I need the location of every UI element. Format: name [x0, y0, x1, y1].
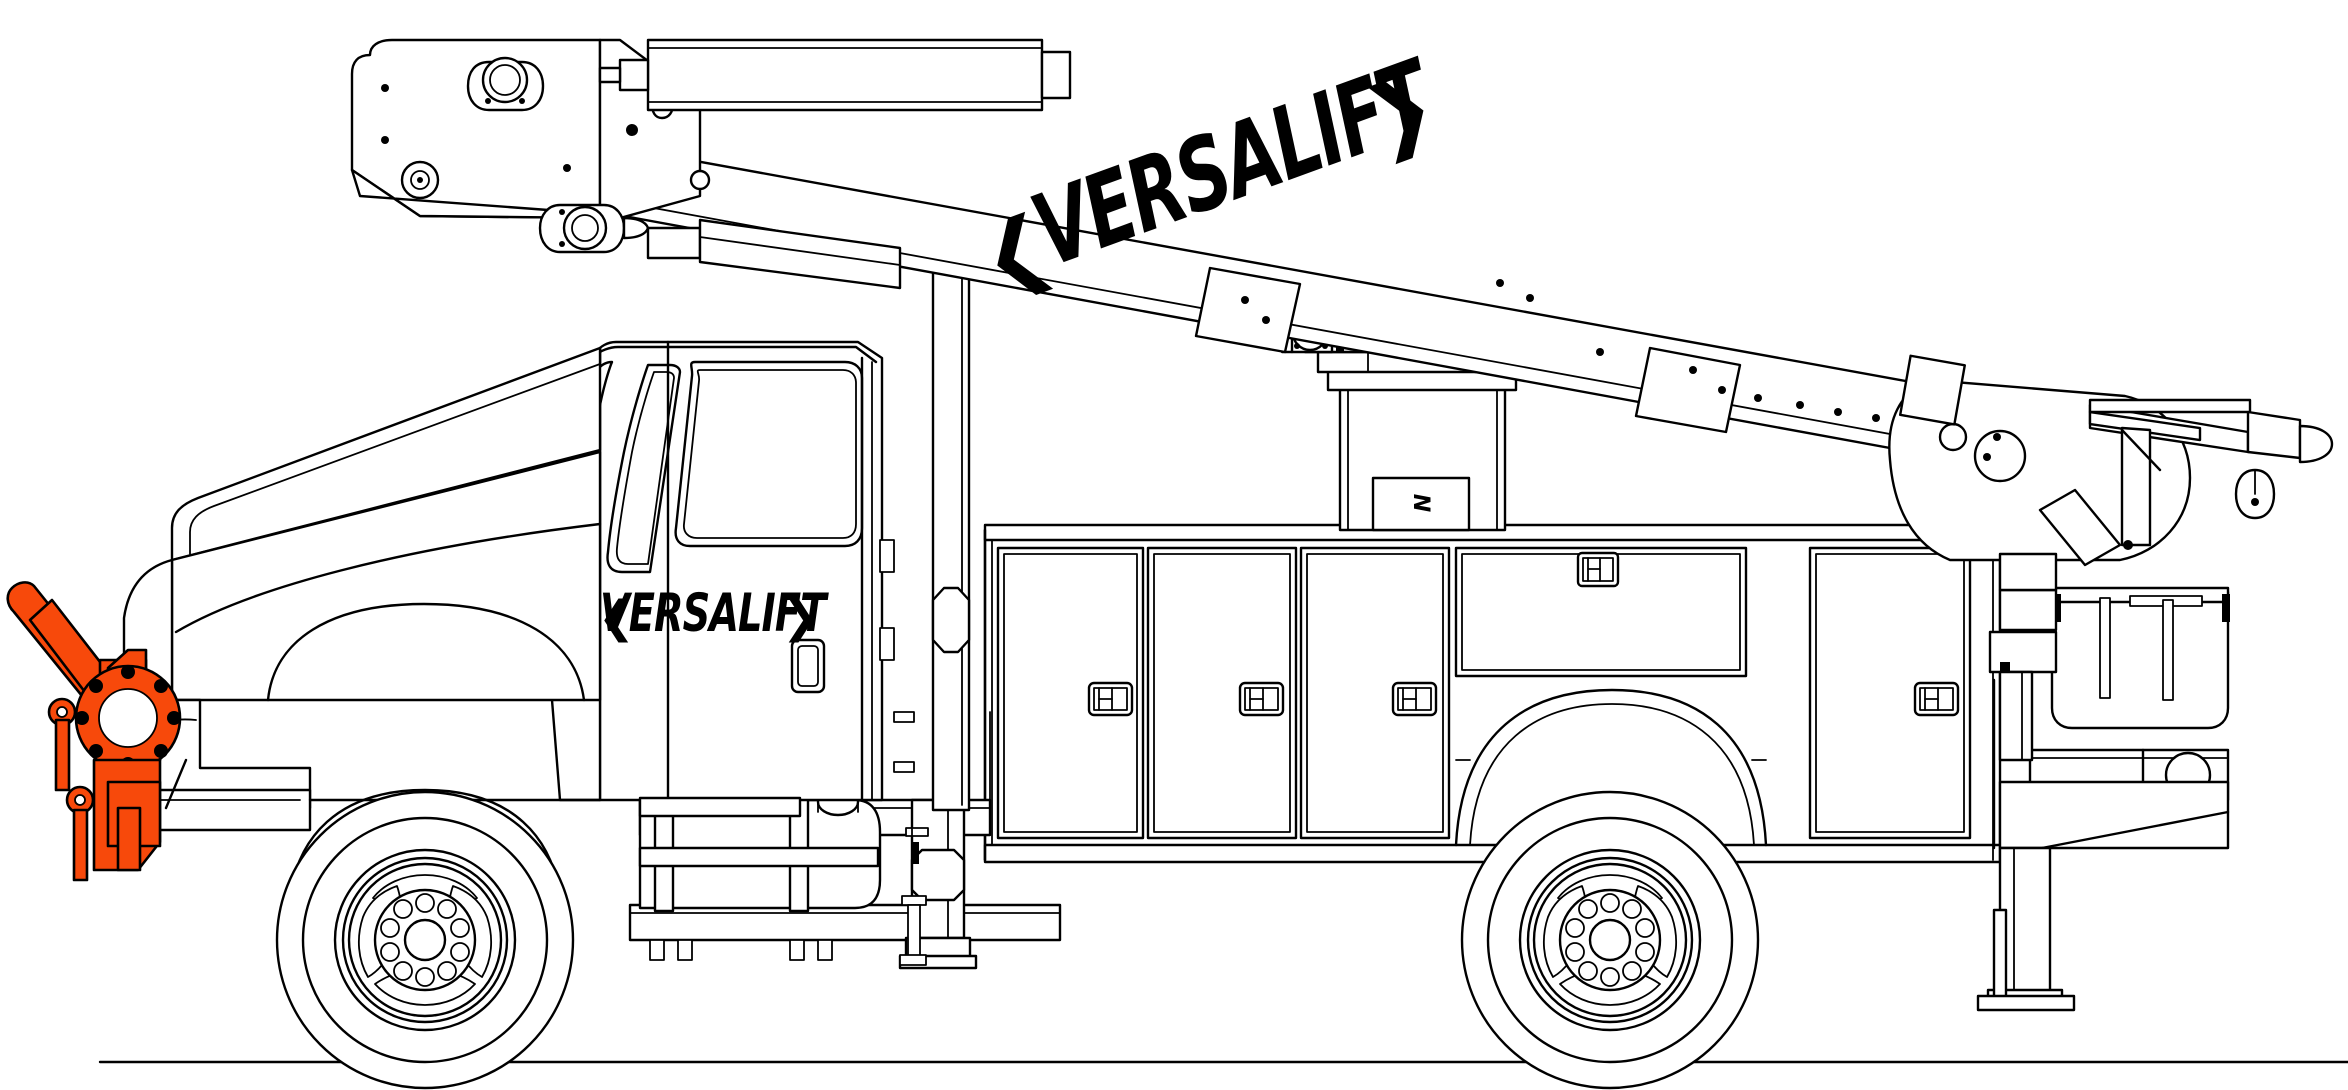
- platform-support: [1988, 552, 2058, 674]
- lift-cylinder: [598, 38, 1072, 112]
- plow-hitch-assembly: [6, 581, 182, 882]
- pedestal: N: [1326, 368, 1518, 532]
- t-handle-icon[interactable]: [1391, 681, 1438, 717]
- t-handle-icon[interactable]: [1913, 681, 1960, 717]
- fuel-tank: [638, 787, 882, 913]
- boom-tip-assembly: [1888, 354, 2334, 567]
- utility-body: [983, 523, 2002, 864]
- rear-body-post: [1998, 670, 2034, 762]
- vent-window: [606, 363, 682, 574]
- rear-outrigger: [1976, 678, 2230, 1012]
- pedestal-panel-label: N: [1408, 494, 1433, 512]
- cab-door-handle[interactable]: [790, 638, 826, 694]
- t-handle-icon[interactable]: [1087, 681, 1134, 717]
- lower-lift-cylinder: [646, 218, 902, 290]
- wheel-lugs: [380, 893, 470, 987]
- plow-hitch-pin-lower[interactable]: [65, 785, 95, 882]
- rear-fender-arch: [1454, 688, 1768, 847]
- door-window: [674, 360, 864, 548]
- compartment-door-2[interactable]: [1146, 546, 1298, 840]
- compartment-door-3[interactable]: [1299, 546, 1451, 840]
- lower-boom-pivot: [538, 203, 650, 254]
- door-right-chevron: ❯: [782, 592, 819, 643]
- rear-wheel[interactable]: [1460, 790, 1760, 1090]
- hood: [118, 346, 602, 832]
- mid-outrigger: [898, 798, 978, 970]
- compartment-door-1[interactable]: [996, 546, 1145, 840]
- t-handle-icon[interactable]: [1238, 681, 1285, 717]
- pedestal-access-panel[interactable]: N: [1371, 476, 1471, 532]
- frame-details: [879, 539, 991, 801]
- boom-pivot-eye: [466, 56, 545, 112]
- plow-hitch-flange: [74, 664, 182, 772]
- boom-tip-pin-lug: [2234, 468, 2276, 520]
- door-versalift-decal: ❮ VERSALIFT ❯: [598, 582, 830, 644]
- boom-pin-mount: [400, 160, 440, 200]
- front-wheel[interactable]: [275, 790, 575, 1090]
- plow-hitch-pin-upper[interactable]: [47, 697, 77, 792]
- t-handle-icon[interactable]: [1576, 551, 1620, 588]
- wheel-lugs: [1565, 893, 1655, 987]
- door-decal-text: VERSALIFT: [600, 582, 829, 644]
- boom-rest-mast: [931, 268, 971, 812]
- upper-boom: [350, 38, 711, 254]
- door-left-chevron: ❮: [598, 592, 635, 643]
- compartment-door-4[interactable]: [1808, 546, 1972, 840]
- upper-body-panel[interactable]: [1454, 546, 1748, 678]
- stowed-platform: [2050, 586, 2230, 730]
